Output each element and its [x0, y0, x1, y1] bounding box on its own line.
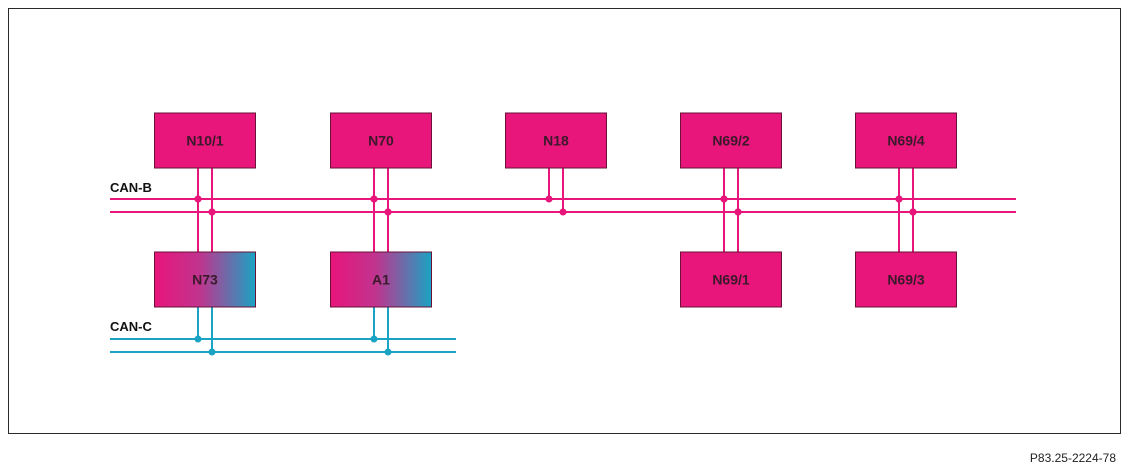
node-box-n69-2 [680, 112, 782, 169]
node-box-n18 [505, 112, 607, 169]
node-label-n18: N18 [543, 133, 569, 149]
node-box-a1 [330, 251, 432, 308]
reference-code: P83.25-2224-78 [1029, 451, 1116, 465]
node-n69-2: N69/2 [680, 112, 782, 169]
node-box-n69-3 [855, 251, 957, 308]
node-label-n73: N73 [192, 272, 218, 288]
junction-n69-1-b2 [734, 208, 742, 216]
junction-n18-b1 [545, 195, 553, 203]
node-label-a1: A1 [372, 272, 390, 288]
node-box-n69-4 [855, 112, 957, 169]
junction-a1-b1 [370, 195, 378, 203]
junction-n18-b2 [559, 208, 567, 216]
wires-layer [110, 168, 1016, 353]
node-label-n69-2: N69/2 [712, 133, 750, 149]
node-box-n10-1 [154, 112, 256, 169]
node-n69-1: N69/1 [680, 251, 782, 308]
junction-a1-b2 [384, 208, 392, 216]
can-b-label: CAN-B [110, 180, 152, 195]
junction-a1-c1 [370, 335, 378, 343]
node-n69-4: N69/4 [855, 112, 957, 169]
junction-n73-b1 [194, 195, 202, 203]
node-n69-3: N69/3 [855, 251, 957, 308]
node-box-n69-1 [680, 251, 782, 308]
node-n10-1: N10/1 [154, 112, 256, 169]
node-n73: N73 [154, 251, 256, 308]
node-label-n69-1: N69/1 [712, 272, 750, 288]
node-label-n10-1: N10/1 [186, 133, 224, 149]
node-n18: N18 [505, 112, 607, 169]
junction-n73-c2 [208, 348, 216, 356]
junction-n73-b2 [208, 208, 216, 216]
node-label-n70: N70 [368, 133, 394, 149]
node-box-n73 [154, 251, 256, 308]
can-c-label: CAN-C [110, 319, 152, 334]
junction-a1-c2 [384, 348, 392, 356]
junction-n69-3-b1 [895, 195, 903, 203]
junction-n73-c1 [194, 335, 202, 343]
node-a1: A1 [330, 251, 432, 308]
node-box-n70 [330, 112, 432, 169]
junction-n69-3-b2 [909, 208, 917, 216]
node-label-n69-4: N69/4 [887, 133, 925, 149]
junctions-layer [194, 195, 917, 356]
junction-n69-1-b1 [720, 195, 728, 203]
node-label-n69-3: N69/3 [887, 272, 925, 288]
node-n70: N70 [330, 112, 432, 169]
